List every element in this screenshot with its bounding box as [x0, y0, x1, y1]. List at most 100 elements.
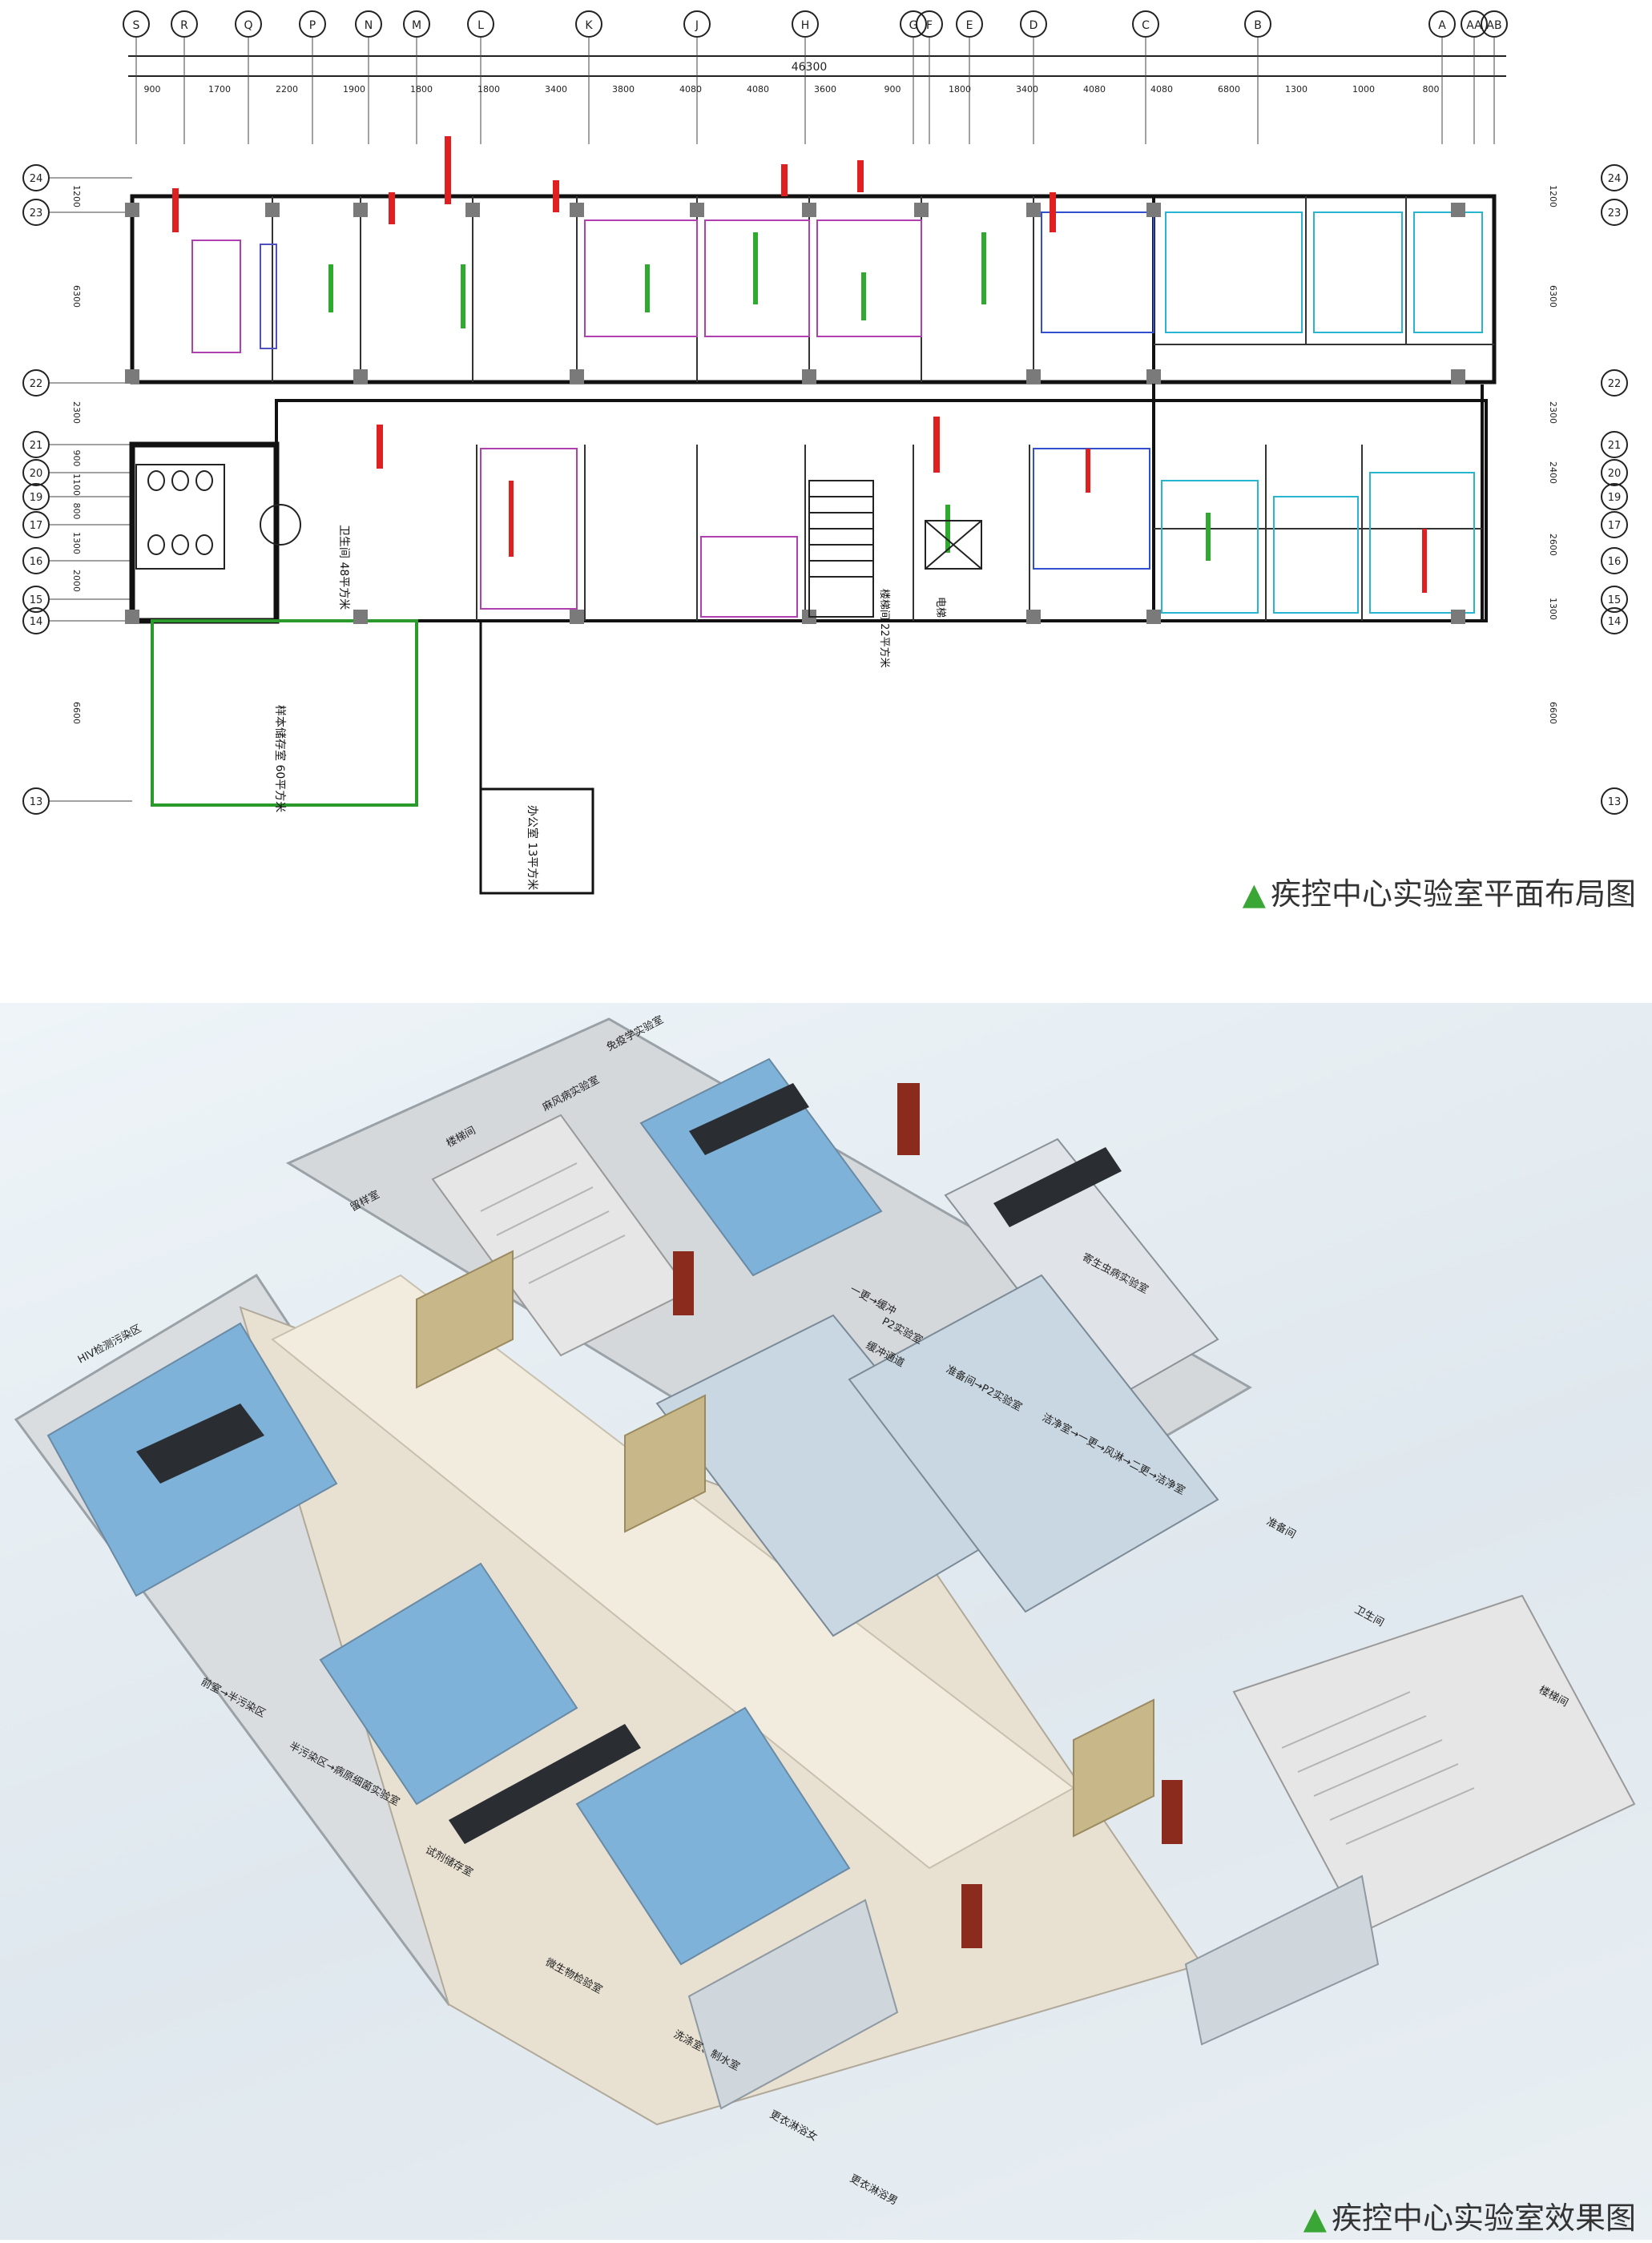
top-dimension: 4080	[1150, 84, 1173, 95]
column	[1451, 369, 1465, 384]
office-room-label: 办公室 13平方米	[526, 805, 539, 890]
column	[353, 203, 368, 217]
right-dimension: 2300	[1548, 401, 1558, 424]
top-axis-label: G	[909, 19, 918, 32]
column	[570, 369, 584, 384]
top-dimension: 4080	[679, 84, 702, 95]
row-axis-bubble	[1601, 787, 1628, 815]
left-dimension: 800	[71, 503, 82, 520]
row-axis-label: 16	[1608, 556, 1622, 568]
row-axis-bubble	[22, 607, 50, 634]
column	[570, 203, 584, 217]
row-axis-bubble	[1601, 547, 1628, 574]
column	[1026, 203, 1041, 217]
total-dimension: 46300	[792, 61, 828, 74]
plan-toilet-fixtures	[135, 464, 301, 570]
left-dimension: 2000	[71, 570, 82, 592]
top-dimension: 1000	[1352, 84, 1375, 95]
top-axis-label: R	[180, 19, 188, 32]
top-axis-label: F	[926, 19, 933, 32]
top-axis-label: N	[365, 19, 373, 32]
top-dimension: 3800	[612, 84, 635, 95]
right-dimension: 6300	[1548, 285, 1558, 308]
top-dimension: 1800	[477, 84, 500, 95]
upper-partitions	[272, 196, 1494, 382]
row-axis-label: 15	[1608, 594, 1622, 606]
green-annotations	[328, 232, 1211, 561]
column	[690, 203, 704, 217]
row-axis-label: 21	[30, 440, 43, 452]
row-axis-label: 24	[30, 173, 43, 185]
row-axis-label: 22	[1608, 378, 1622, 390]
row-axis-label: 20	[30, 468, 43, 480]
top-axis-label: Q	[244, 19, 252, 32]
row-axis-bubble	[1601, 511, 1628, 538]
row-axis-label: 19	[30, 492, 43, 504]
row-axis-bubble	[22, 199, 50, 226]
column	[1146, 610, 1161, 624]
top-axis-label: M	[412, 19, 421, 32]
render-panel: 免疫学实验室 麻风病实验室 楼梯间 留样室 HIV检测污染区 P2实验室 一更→…	[0, 1003, 1652, 2240]
row-axis-label: 20	[1608, 468, 1622, 480]
top-axis-label: AB	[1486, 19, 1501, 32]
structural-columns	[125, 203, 1465, 624]
top-axis-label: A	[1438, 19, 1446, 32]
column	[1026, 369, 1041, 384]
row-axis-bubble	[1601, 431, 1628, 458]
toilet-room-label: 卫生间 48平方米	[337, 525, 350, 610]
top-axis-label: S	[133, 19, 140, 32]
column	[353, 610, 368, 624]
label-dress-m: 更衣淋浴男	[848, 2172, 900, 2208]
column	[1026, 610, 1041, 624]
row-axis-bubble	[1601, 199, 1628, 226]
left-dimension: 6300	[71, 285, 82, 308]
column	[1451, 203, 1465, 217]
label-toilet: 卫生间	[1352, 1604, 1385, 1629]
column	[125, 369, 139, 384]
right-dimension: 1300	[1548, 598, 1558, 620]
row-axis-label: 13	[30, 796, 43, 808]
row-axis-label: 14	[30, 616, 43, 628]
row-axis-label: 23	[30, 207, 43, 219]
row-axis-label: 24	[1608, 173, 1622, 185]
lower-partitions	[476, 445, 1482, 621]
top-dimension: 900	[884, 84, 901, 95]
lab-furniture	[191, 211, 1483, 618]
elevator-label: 电梯	[934, 597, 946, 618]
render-caption: ▲疾控中心实验室效果图	[1303, 2201, 1636, 2236]
row-axis-bubble	[22, 459, 50, 486]
top-axis-label: D	[1029, 19, 1038, 32]
top-dimension: 900	[144, 84, 161, 95]
right-dimension: 2400	[1548, 461, 1558, 484]
floor-plan-caption: ▲疾控中心实验室平面布局图	[1242, 876, 1636, 912]
top-dimension: 1800	[949, 84, 971, 95]
top-axis-label: J	[695, 19, 699, 32]
row-axis-bubble	[22, 787, 50, 815]
column	[465, 203, 480, 217]
row-axis-bubble	[22, 511, 50, 538]
plan-stair	[808, 480, 982, 618]
top-dimension: 4080	[747, 84, 769, 95]
column	[265, 203, 280, 217]
column	[914, 203, 929, 217]
label-dress-f: 更衣淋浴女	[768, 2108, 820, 2144]
row-axis-bubble	[1601, 164, 1628, 191]
top-axis-label: L	[477, 19, 484, 32]
row-axis-label: 17	[30, 520, 43, 532]
row-axis-label: 19	[1608, 492, 1622, 504]
top-axis-label: AA	[1466, 19, 1482, 32]
label-prep: 准备间	[1264, 1515, 1298, 1540]
row-axis-label: 16	[30, 556, 43, 568]
row-axis-label: 17	[1608, 520, 1622, 532]
row-axis-bubble	[22, 164, 50, 191]
row-axis-label: 23	[1608, 207, 1622, 219]
column	[125, 610, 139, 624]
column	[570, 610, 584, 624]
column	[802, 369, 816, 384]
top-axis-label: E	[966, 19, 973, 32]
right-dimension: 1200	[1548, 185, 1558, 207]
